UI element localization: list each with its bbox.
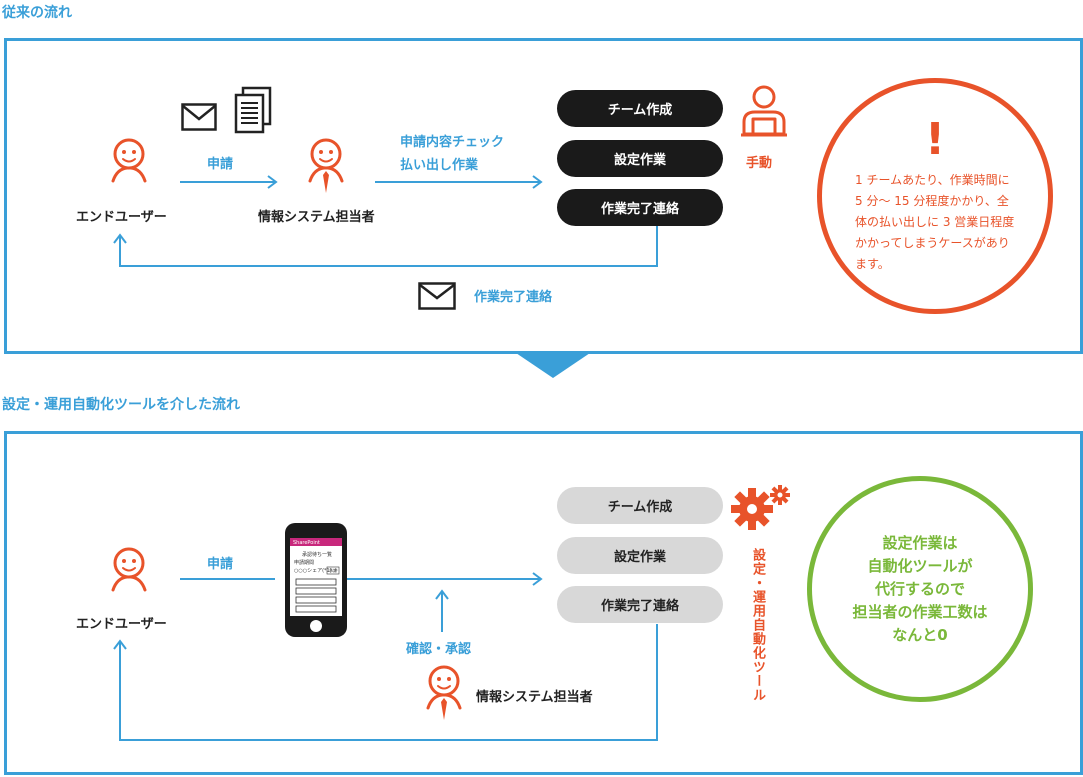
it-staff-icon bbox=[308, 138, 344, 193]
manual-label: 手動 bbox=[746, 156, 773, 171]
request-label-bottom: 申請 bbox=[207, 557, 234, 572]
it-staff-label: 情報システム担当者 bbox=[258, 210, 375, 225]
check-label-line1: 申請内容チェック bbox=[400, 135, 505, 150]
flow-down-triangle bbox=[516, 353, 590, 378]
automated-flow-panel bbox=[4, 431, 1083, 775]
it-staff-icon-bottom bbox=[426, 665, 462, 720]
return-line-bottom bbox=[119, 624, 658, 741]
section-title-current-flow: 従来の流れ bbox=[2, 5, 72, 21]
summary-line-1: 設定作業は bbox=[882, 533, 958, 552]
mail-icon bbox=[181, 103, 217, 131]
section-title-automated-flow: 設定・運用自動化ツールを介した流れ bbox=[2, 397, 240, 413]
completion-mail-icon bbox=[418, 282, 456, 310]
it-staff-label-bottom: 情報システム担当者 bbox=[476, 690, 593, 705]
completion-mail-label: 作業完了連絡 bbox=[474, 290, 553, 305]
summary-circle: 設定作業は 自動化ツールが 代行するので 担当者の作業工数は なんと0 bbox=[807, 476, 1033, 702]
automation-tool-label: 設定・運用自動化ツール bbox=[750, 548, 765, 702]
end-user-icon-bottom bbox=[111, 547, 147, 592]
confirm-label: 確認・承認 bbox=[406, 642, 472, 657]
time-note-circle: ! 1 チームあたり、作業時間に 5 分～ 15 分程度かかり、全体の払い出しに… bbox=[817, 78, 1053, 314]
phone-item-text: ○○○シェア(*1) ＊ bbox=[294, 568, 338, 574]
return-line bbox=[119, 226, 658, 267]
auto-task-completion-notice: 作業完了連絡 bbox=[557, 586, 723, 623]
time-note-text: 1 チームあたり、作業時間に 5 分～ 15 分程度かかり、全体の払い出しに 3… bbox=[855, 172, 1015, 271]
check-label-line2: 払い出し作業 bbox=[400, 158, 479, 173]
summary-line-5: なんと0 bbox=[892, 625, 948, 644]
phone-app-name: SharePoint bbox=[293, 540, 320, 546]
request-label: 申請 bbox=[207, 157, 234, 172]
phone-row-label: 申請期間 bbox=[294, 559, 314, 566]
auto-task-settings: 設定作業 bbox=[557, 537, 723, 574]
summary-text: 設定作業は 自動化ツールが 代行するので 担当者の作業工数は なんと0 bbox=[852, 532, 987, 647]
current-flow-panel bbox=[4, 38, 1083, 354]
gear-icon bbox=[731, 485, 790, 530]
smartphone-icon: SharePoint 承認待ち一覧 申請期間 ○○○シェア(*1) ＊ 承認 bbox=[285, 523, 347, 637]
phone-list-title: 承認待ち一覧 bbox=[302, 551, 332, 558]
manual-worker-icon bbox=[741, 85, 787, 137]
current-flow-arrows bbox=[113, 175, 658, 378]
end-user-icon bbox=[111, 138, 147, 183]
task-team-create: チーム作成 bbox=[557, 90, 723, 127]
auto-task-team-create: チーム作成 bbox=[557, 487, 723, 524]
summary-line-4: 担当者の作業工数は bbox=[852, 602, 988, 621]
summary-line-3: 代行するので bbox=[874, 579, 965, 598]
end-user-label: エンドユーザー bbox=[76, 210, 167, 225]
phone-item-button: 承認 bbox=[329, 567, 337, 573]
end-user-label-bottom: エンドユーザー bbox=[76, 617, 167, 632]
document-icon bbox=[234, 86, 272, 134]
exclamation-icon: ! bbox=[924, 113, 946, 165]
summary-line-2: 自動化ツールが bbox=[867, 556, 973, 575]
task-settings: 設定作業 bbox=[557, 140, 723, 177]
task-completion-notice: 作業完了連絡 bbox=[557, 189, 723, 226]
